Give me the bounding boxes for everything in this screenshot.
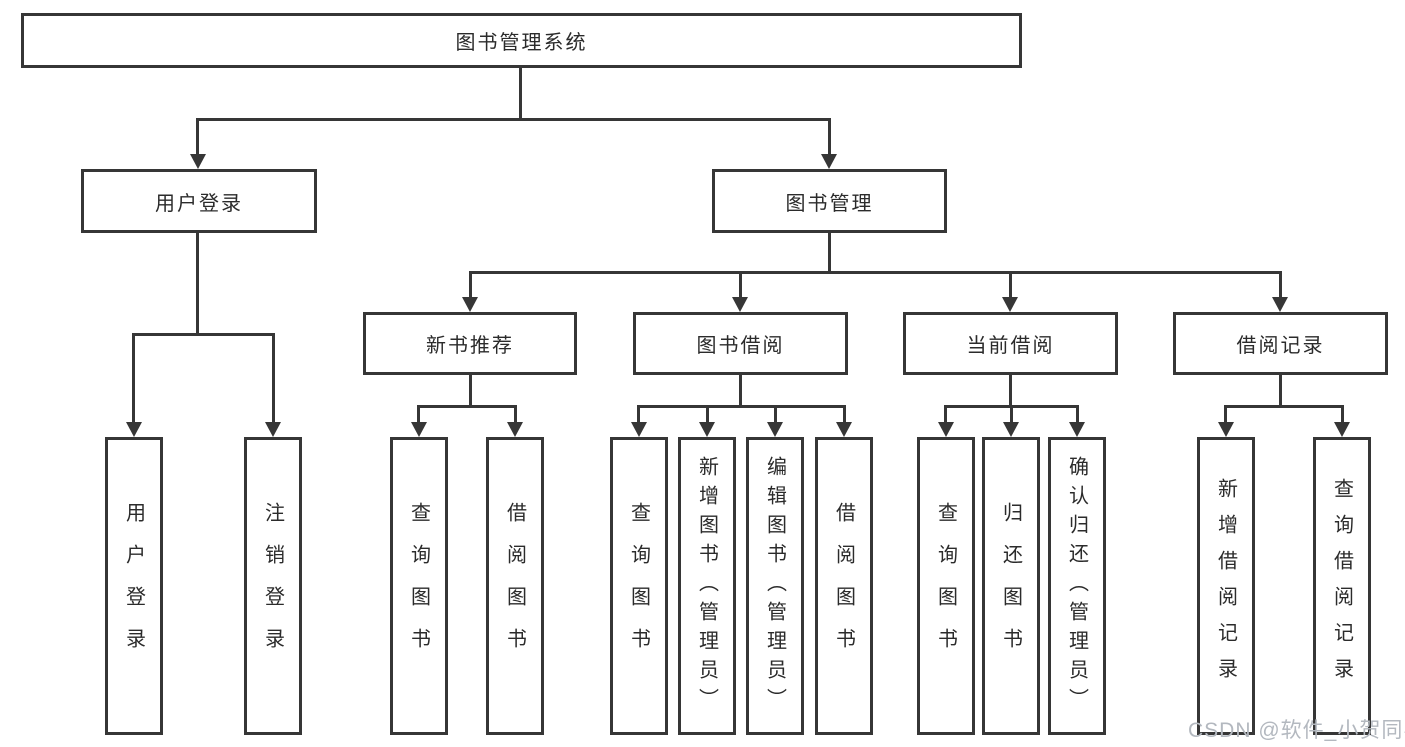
connector-line [1076, 405, 1079, 422]
connector-line [1224, 405, 1227, 422]
leaf-logout: 注销登录 [244, 437, 302, 735]
arrow-down-icon [767, 422, 783, 437]
arrow-down-icon [1069, 422, 1085, 437]
leaf-add-book-admin: 新增图书（管理员） [678, 437, 736, 735]
leaf-query-borrow-record: 查询借阅记录 [1313, 437, 1371, 735]
leaf-borrow-books-recommend: 借阅图书 [486, 437, 544, 735]
leaf-borrow-books-borrow: 借阅图书 [815, 437, 873, 735]
arrow-down-icon [265, 422, 281, 437]
leaf-query-books-borrow: 查询图书 [610, 437, 668, 735]
leaf-user-login: 用户登录 [105, 437, 163, 735]
arrow-down-icon [836, 422, 852, 437]
connector-line [1009, 375, 1012, 407]
connector-line [1279, 271, 1282, 297]
connector-line [1009, 271, 1012, 297]
connector-line [417, 405, 420, 422]
connector-line [1224, 405, 1344, 408]
connector-line [469, 271, 1282, 274]
arrow-down-icon [190, 154, 206, 169]
leaf-query-books-recommend: 查询图书 [390, 437, 448, 735]
connector-line [637, 405, 640, 422]
connector-line [1341, 405, 1344, 422]
watermark: CSDN @软件_小贺同学 [1188, 719, 1405, 742]
node-book-management: 图书管理 [712, 169, 947, 233]
connector-line [828, 118, 831, 156]
arrow-down-icon [1334, 422, 1350, 437]
node-borrow-records: 借阅记录 [1173, 312, 1388, 375]
arrow-down-icon [821, 154, 837, 169]
connector-line [828, 233, 831, 273]
connector-line [132, 333, 135, 422]
connector-line [272, 333, 275, 422]
leaf-add-borrow-record: 新增借阅记录 [1197, 437, 1255, 735]
connector-line [843, 405, 846, 422]
connector-line [519, 68, 522, 120]
arrow-down-icon [938, 422, 954, 437]
node-current-borrow: 当前借阅 [903, 312, 1118, 375]
connector-line [196, 118, 199, 156]
connector-line [739, 271, 742, 297]
connector-line [196, 233, 199, 336]
connector-line [1010, 405, 1013, 422]
node-book-borrow: 图书借阅 [633, 312, 848, 375]
connector-line [469, 375, 472, 407]
connector-line [637, 405, 846, 408]
connector-line [132, 333, 275, 336]
node-root: 图书管理系统 [21, 13, 1022, 68]
connector-line [514, 405, 517, 422]
leaf-edit-book-admin: 编辑图书（管理员） [746, 437, 804, 735]
node-new-book-recommend: 新书推荐 [363, 312, 577, 375]
leaf-confirm-return-admin: 确认归还（管理员） [1048, 437, 1106, 735]
connector-line [706, 405, 709, 422]
leaf-return-book: 归还图书 [982, 437, 1040, 735]
arrow-down-icon [1003, 422, 1019, 437]
connector-line [774, 405, 777, 422]
connector-line [197, 118, 831, 121]
arrow-down-icon [1218, 422, 1234, 437]
arrow-down-icon [732, 297, 748, 312]
connector-line [1279, 375, 1282, 407]
arrow-down-icon [462, 297, 478, 312]
arrow-down-icon [1002, 297, 1018, 312]
arrow-down-icon [126, 422, 142, 437]
connector-line [417, 405, 517, 408]
arrow-down-icon [699, 422, 715, 437]
connector-line [944, 405, 947, 422]
node-user-login: 用户登录 [81, 169, 317, 233]
arrow-down-icon [411, 422, 427, 437]
arrow-down-icon [507, 422, 523, 437]
connector-line [739, 375, 742, 407]
leaf-query-books-current: 查询图书 [917, 437, 975, 735]
arrow-down-icon [631, 422, 647, 437]
connector-line [469, 271, 472, 297]
arrow-down-icon [1272, 297, 1288, 312]
